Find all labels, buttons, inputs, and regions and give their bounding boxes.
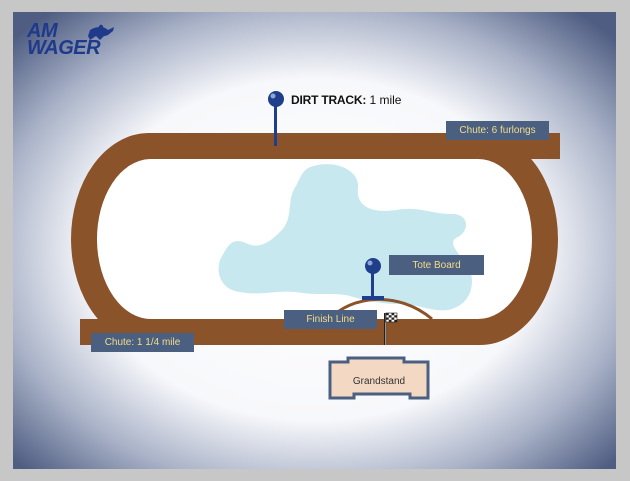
dirt-track-title-bold: DIRT TRACK: bbox=[291, 93, 367, 107]
label-chute-6-furlongs: Chute: 6 furlongs bbox=[446, 121, 549, 140]
label-tote-board: Tote Board bbox=[389, 255, 484, 275]
label-grandstand: Grandstand bbox=[352, 375, 406, 387]
dirt-track-title-distance: 1 mile bbox=[366, 93, 402, 107]
label-chute-1-1-4-mile: Chute: 1 1/4 mile bbox=[91, 333, 194, 352]
logo-line-2: WAGER bbox=[27, 37, 101, 59]
map-pin-icon bbox=[268, 91, 284, 146]
grandstand bbox=[328, 356, 430, 400]
checkered-flag-icon bbox=[384, 312, 398, 345]
logo-line-1: AM bbox=[27, 20, 58, 42]
dirt-track-title: DIRT TRACK: 1 mile bbox=[291, 93, 401, 107]
tote-board-pin-icon bbox=[362, 258, 384, 300]
label-finish-line: Finish Line bbox=[284, 310, 377, 329]
racing-horse-icon bbox=[88, 24, 114, 40]
logo: AM WAGER bbox=[27, 20, 101, 59]
